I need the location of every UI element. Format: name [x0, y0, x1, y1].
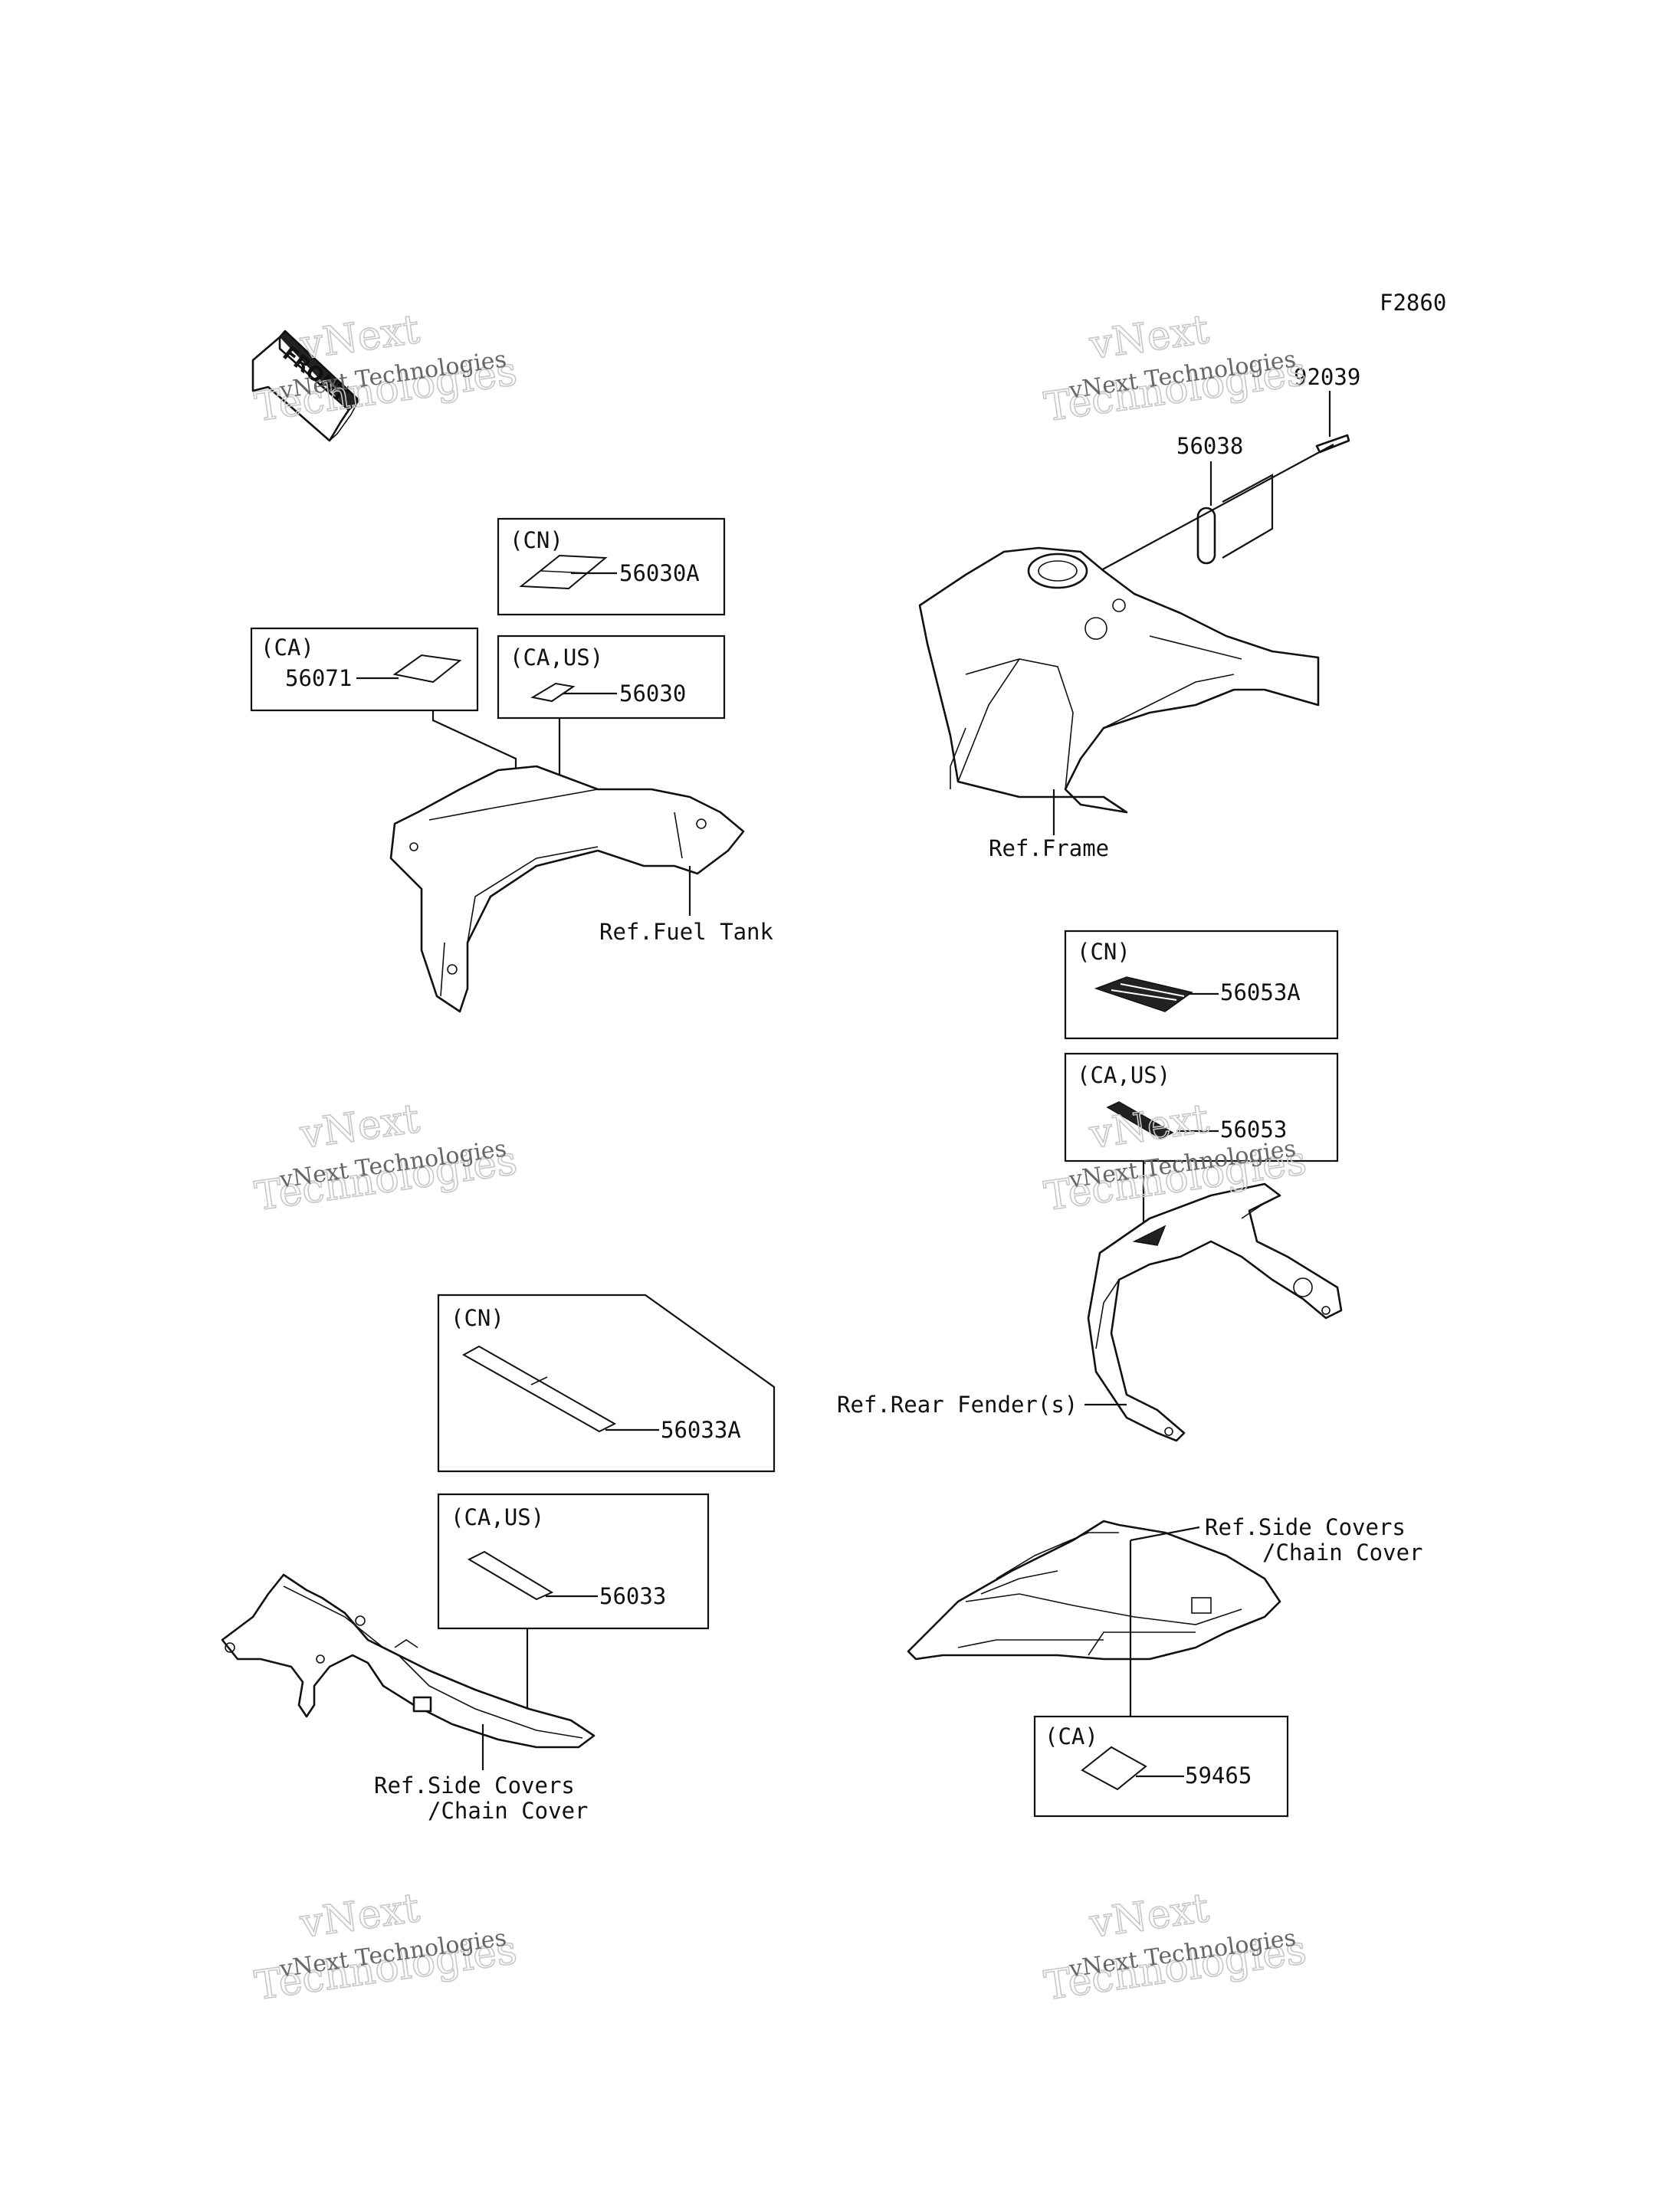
part-number-92039: 92039 [1294, 364, 1360, 390]
box-56030: (CA,US) 56030 [497, 635, 726, 720]
ref-chain-cover-left: /Chain Cover [428, 1798, 589, 1824]
ref-side-covers-left: Ref.Side Covers [374, 1772, 575, 1799]
ref-side-covers-right: Ref.Side Covers [1205, 1514, 1406, 1540]
part-number: 56033 [599, 1583, 666, 1609]
watermark-top-right: vNext Technologies vNext Technologies [1041, 306, 1310, 431]
part-number: 59465 [1185, 1763, 1252, 1789]
box-region-label: (CN) [1077, 939, 1130, 965]
box-56030a: (CN) 56030A [497, 517, 726, 616]
seat-cowl-part [907, 1520, 1281, 1661]
box-region-label: (CA) [1045, 1723, 1098, 1749]
box-region-label: (CA,US) [451, 1504, 544, 1530]
box-56053: (CA,US) 56053 [1064, 1052, 1339, 1162]
rear-fender-part [1087, 1182, 1343, 1442]
box-region-label: (CA) [261, 635, 314, 661]
part-number: 56053 [1220, 1117, 1287, 1143]
part-number: 56030A [619, 560, 700, 586]
box-region-label: (CN) [510, 527, 563, 553]
ref-frame: Ref.Frame [989, 835, 1109, 861]
box-56053a: (CN) 56053A [1064, 930, 1339, 1040]
part-number-56038: 56038 [1176, 433, 1243, 459]
box-56071: (CA) 56071 [250, 627, 479, 712]
box-56033a: (CN) 56033A [437, 1294, 776, 1473]
diagram-code: F2860 [1380, 290, 1446, 316]
watermark-bottom-left: vNext Technologies vNext Technologies [251, 1884, 520, 2010]
part-number: 56071 [285, 665, 352, 691]
part-number: 56053A [1220, 979, 1301, 1005]
part-number: 56030 [619, 680, 686, 707]
ref-rear-fender: Ref.Rear Fender(s) [837, 1392, 1078, 1418]
tank-cover-part [389, 765, 745, 1013]
chain-cover-part [221, 1573, 596, 1749]
box-59465: (CA) 59465 [1033, 1715, 1289, 1818]
frame-part [918, 546, 1320, 814]
box-region-label: (CA,US) [1077, 1062, 1170, 1088]
box-region-label: (CA,US) [510, 644, 603, 671]
part-number: 56033A [661, 1417, 741, 1443]
box-56033: (CA,US) 56033 [437, 1493, 710, 1630]
ref-chain-cover-right: /Chain Cover [1262, 1540, 1423, 1566]
box-region-label: (CN) [451, 1305, 504, 1331]
ref-fuel-tank: Ref.Fuel Tank [599, 919, 774, 945]
watermark-bottom-right: vNext Technologies vNext Technologies [1041, 1884, 1310, 2010]
watermark-mid-left: vNext Technologies vNext Technologies [251, 1095, 520, 1221]
